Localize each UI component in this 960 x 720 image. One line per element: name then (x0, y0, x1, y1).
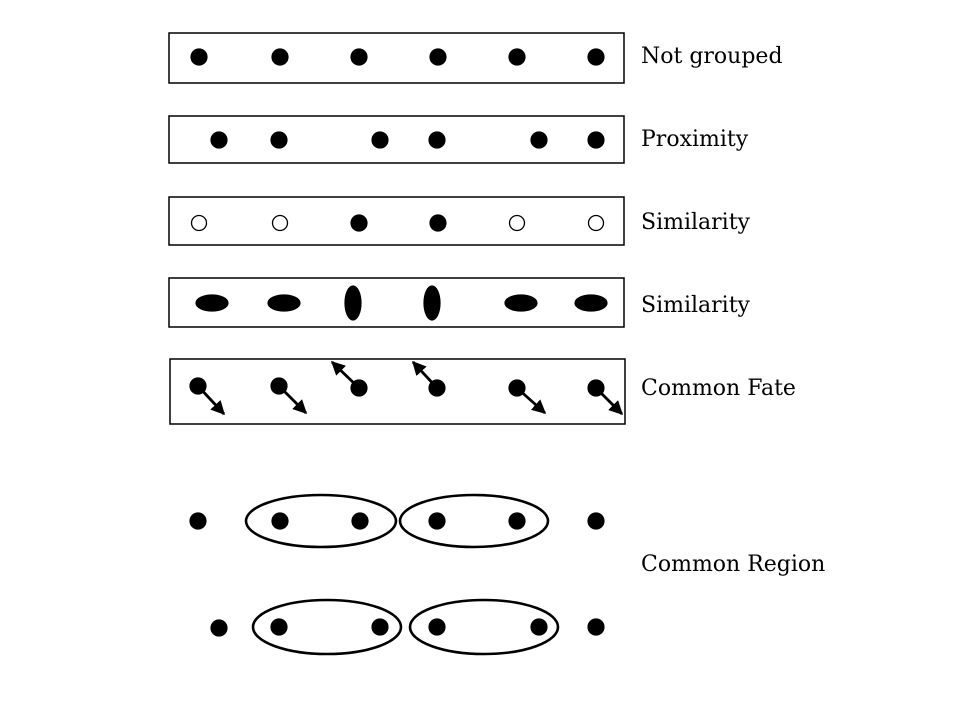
open-dot (190, 214, 208, 232)
dot (271, 48, 289, 66)
row-common-fate: Common Fate (169, 358, 796, 425)
region-ellipse (244, 493, 398, 549)
dot (350, 214, 368, 232)
down-right-arrow-icon (196, 385, 226, 416)
row-proximity: Proximity (168, 115, 749, 164)
row-similarity-color: Similarity (168, 196, 751, 246)
dot (530, 131, 548, 149)
dot (270, 618, 288, 636)
row-common-region: Common Region (189, 493, 825, 656)
dot (189, 512, 207, 530)
horizontal-ellipse (504, 294, 538, 312)
open-dot (508, 214, 526, 232)
dot (371, 618, 389, 636)
horizontal-ellipse (574, 294, 608, 312)
row-frame (168, 32, 625, 84)
open-dot (587, 214, 605, 232)
down-right-arrow-icon (278, 385, 307, 414)
down-right-arrow-icon (595, 387, 623, 415)
dot (428, 131, 446, 149)
dot (508, 48, 526, 66)
dot (587, 512, 605, 530)
row-frame (168, 115, 625, 164)
row-label-similarity-shape: Similarity (641, 293, 751, 318)
dot (508, 512, 526, 530)
dot (350, 48, 368, 66)
down-right-arrow-icon (516, 386, 547, 415)
row-label-similarity-color: Similarity (641, 210, 751, 235)
dot (210, 131, 228, 149)
dot (429, 214, 447, 232)
vertical-ellipse (344, 285, 362, 321)
dot (587, 618, 605, 636)
dot (428, 512, 446, 530)
row-frame (169, 358, 626, 425)
row-similarity-shape: Similarity (168, 277, 751, 328)
vertical-ellipse (423, 285, 441, 321)
horizontal-ellipse (267, 294, 301, 312)
row-label-common-fate: Common Fate (641, 376, 796, 401)
dot (210, 619, 228, 637)
open-dot (271, 214, 289, 232)
row-frame (168, 196, 625, 246)
row-label-common-region: Common Region (641, 552, 825, 577)
dot (429, 48, 447, 66)
dot (428, 618, 446, 636)
up-left-arrow-icon (330, 360, 360, 390)
dot (587, 131, 605, 149)
region-ellipse (251, 598, 403, 656)
dot (587, 48, 605, 66)
row-not-grouped: Not grouped (168, 32, 783, 84)
region-ellipse (408, 598, 560, 656)
region-ellipse (398, 493, 550, 549)
row-label-proximity: Proximity (641, 127, 749, 152)
dot (270, 131, 288, 149)
horizontal-ellipse (195, 294, 229, 312)
dot (530, 618, 548, 636)
dot (351, 512, 369, 530)
dot (371, 131, 389, 149)
row-frame (168, 277, 625, 328)
row-label-not-grouped: Not grouped (641, 44, 783, 69)
dot (190, 48, 208, 66)
up-left-arrow-icon (411, 360, 439, 389)
dot (271, 512, 289, 530)
